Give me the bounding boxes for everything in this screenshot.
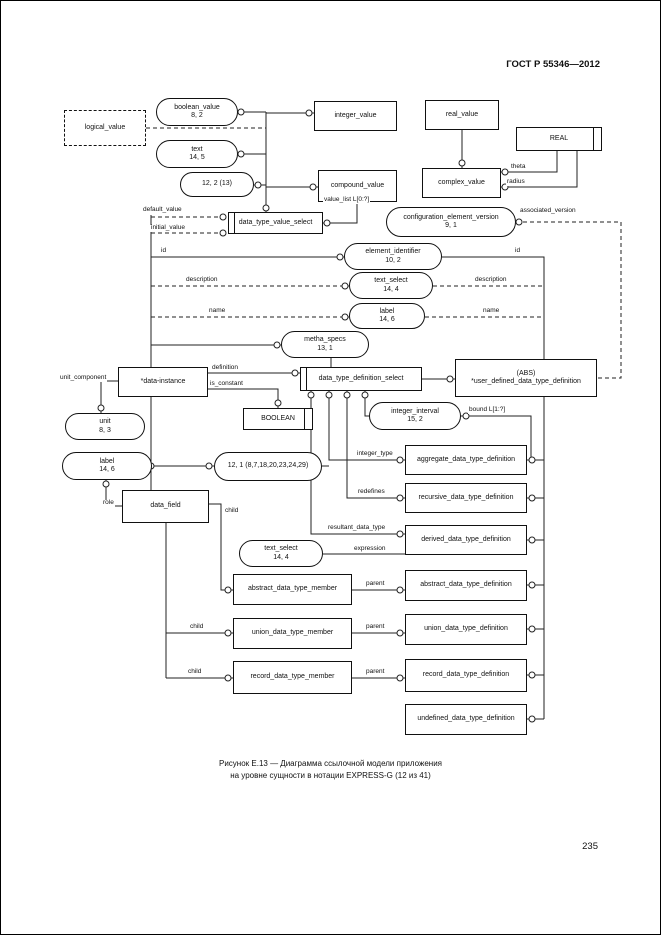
- label-name-left: name: [208, 307, 227, 315]
- node-recursive-data-type-definition: recursive_data_type_definition: [405, 483, 527, 513]
- node-integer-value: integer_value: [314, 101, 397, 131]
- node-aggregate-data-type-definition: aggregate_data_type_definition: [405, 445, 527, 475]
- label-description-right: description: [474, 276, 508, 284]
- label-id-right: id: [514, 247, 522, 255]
- node-text-select-upper: text_select 14, 4: [349, 272, 433, 299]
- node-real-value: real_value: [425, 100, 499, 130]
- label-redefines: redefines: [357, 488, 386, 496]
- node-derived-data-type-definition: derived_data_type_definition: [405, 525, 527, 555]
- node-element-identifier: element_identifier 10, 2: [344, 243, 442, 270]
- label-child-abstract: child: [224, 507, 240, 515]
- label-unit-component: unit_component: [59, 374, 108, 382]
- node-page-ref-12-1: 12, 1 (8,7,18,20,23,24,29): [214, 452, 322, 481]
- node-undefined-data-type-definition: undefined_data_type_definition: [405, 704, 527, 735]
- node-configuration-element-version: configuration_element_version 9, 1: [386, 207, 516, 237]
- figure-caption: Рисунок Е.13 — Диаграмма ссылочной модел…: [219, 759, 442, 781]
- label-integer-type: integer_type: [356, 450, 394, 458]
- node-real-type: REAL: [516, 127, 602, 151]
- node-metha-specs: metha_specs 13, 1: [281, 331, 369, 358]
- label-resultant-data-type: resultant_data_type: [327, 524, 387, 532]
- node-text-select-lower: text_select 14, 4: [239, 540, 323, 567]
- label-id-left: id: [160, 247, 168, 255]
- label-child-union: child: [189, 623, 205, 631]
- label-is-constant: is_constant: [209, 380, 244, 388]
- node-boolean-value-ref: boolean_value 8, 2: [156, 98, 238, 126]
- node-union-data-type-member: union_data_type_member: [233, 618, 352, 649]
- label-radius: radius: [506, 178, 526, 186]
- node-boolean-type: BOOLEAN: [243, 408, 313, 430]
- label-parent-abstract: parent: [365, 580, 386, 588]
- node-data-type-definition-select: data_type_definition_select: [300, 367, 422, 391]
- node-unit-ref: unit 8, 3: [65, 413, 145, 440]
- label-expression: expression: [353, 545, 387, 553]
- node-page-ref-12-2: 12, 2 (13): [180, 172, 254, 197]
- node-integer-interval: integer_interval 15, 2: [369, 402, 461, 430]
- page-header: ГОСТ Р 55346—2012: [506, 59, 600, 70]
- label-name-right: name: [482, 307, 501, 315]
- node-logical-value: logical_value: [64, 110, 146, 146]
- node-user-defined-data-type-definition: (ABS) *user_defined_data_type_definition: [455, 359, 597, 397]
- label-value-list: value_list L[0:?]: [323, 196, 371, 204]
- label-initial-value: initial_value: [150, 224, 186, 232]
- label-child-record: child: [187, 668, 203, 676]
- node-label-ref-left: label 14, 6: [62, 452, 152, 480]
- label-associated-version: associated_version: [519, 207, 577, 215]
- label-role: role: [102, 499, 115, 507]
- node-record-data-type-definition: record_data_type_definition: [405, 659, 527, 692]
- node-data-field: data_field: [122, 490, 209, 523]
- label-parent-union: parent: [365, 623, 386, 631]
- page-number: 235: [582, 841, 598, 852]
- node-data-type-value-select: data_type_value_select: [228, 212, 323, 234]
- node-record-data-type-member: record_data_type_member: [233, 661, 352, 694]
- label-default-value: default_value: [142, 206, 183, 214]
- label-theta: theta: [510, 163, 527, 171]
- label-definition: definition: [211, 364, 240, 372]
- node-label-ref-upper: label 14, 6: [349, 303, 425, 329]
- node-complex-value: complex_value: [422, 168, 501, 198]
- node-abstract-data-type-definition: abstract_data_type_definition: [405, 570, 527, 601]
- label-bound: bound L[1:?]: [468, 406, 507, 414]
- node-union-data-type-definition: union_data_type_definition: [405, 614, 527, 645]
- label-description-left: description: [185, 276, 219, 284]
- node-text-ref: text 14, 5: [156, 140, 238, 168]
- node-data-instance: *data-instance: [118, 367, 208, 397]
- node-compound-value: compound_value: [318, 170, 397, 202]
- node-abstract-data-type-member: abstract_data_type_member: [233, 574, 352, 605]
- label-parent-record: parent: [365, 668, 386, 676]
